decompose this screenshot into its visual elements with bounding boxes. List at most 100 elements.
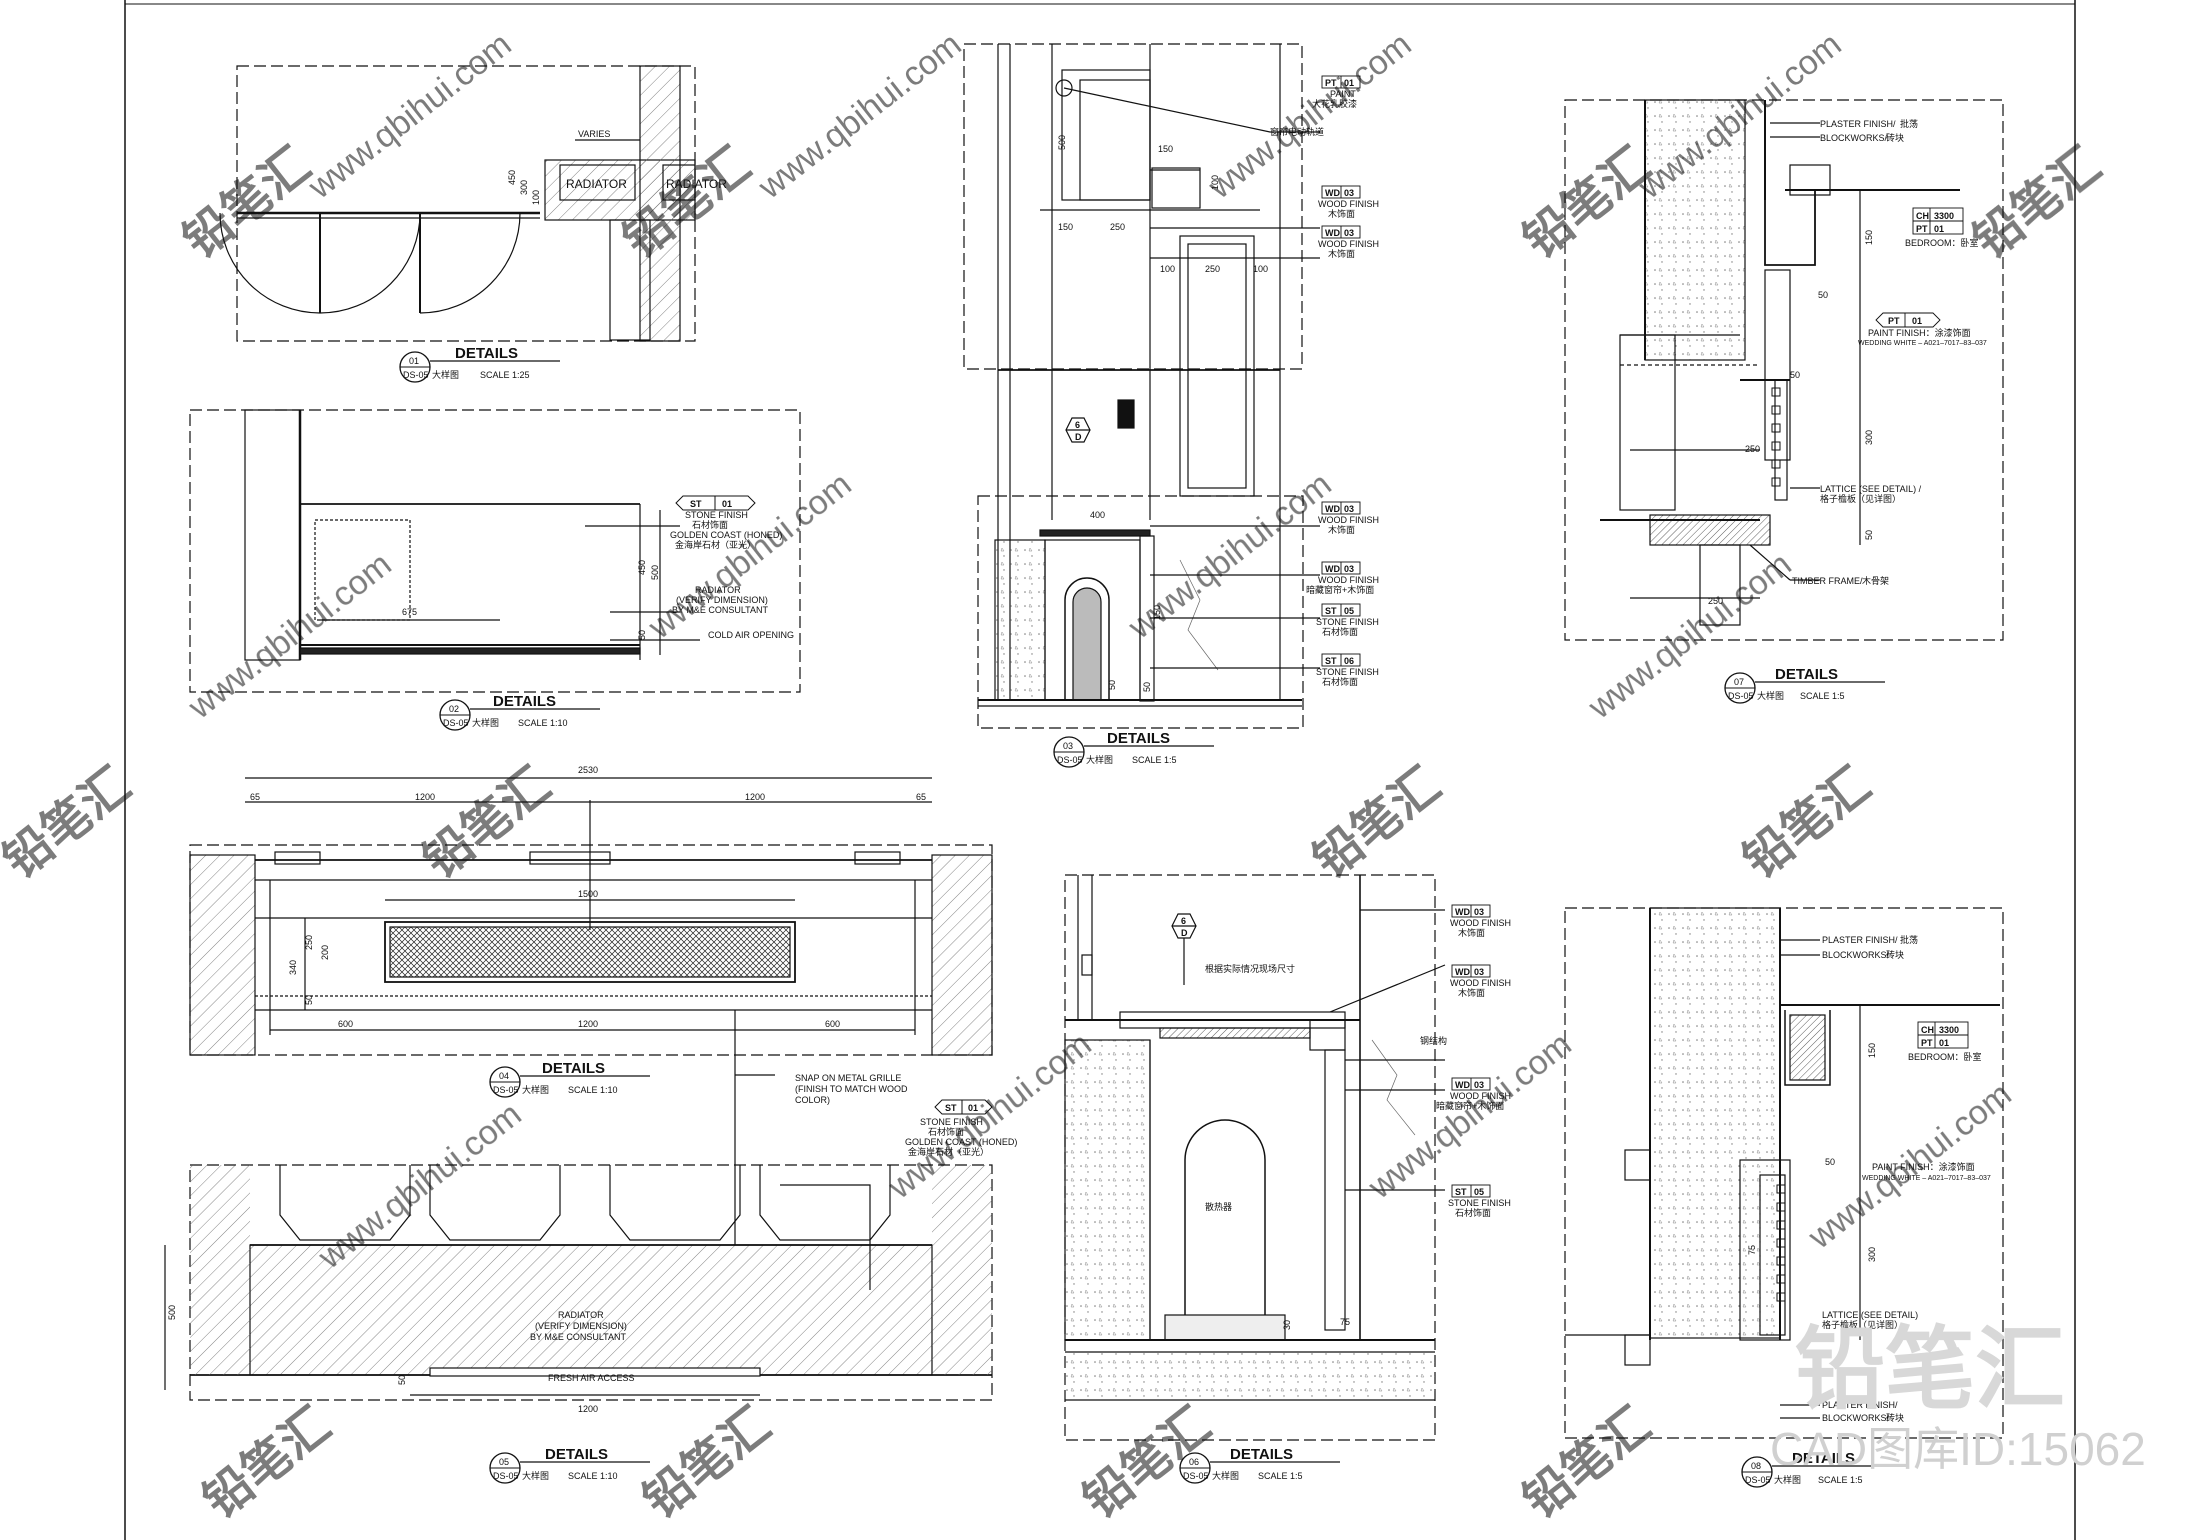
d2-dim-500: 500 xyxy=(650,565,660,580)
d5-radiator: RADIATOR xyxy=(558,1310,604,1320)
d8-plaster-cn: 批荡 xyxy=(1900,934,1918,945)
wm-brand: 铅笔汇 xyxy=(174,138,320,268)
d3-dim-a: 500 xyxy=(1057,135,1067,150)
tag-01-num: 01 xyxy=(409,356,419,366)
title-tag-03: 03 DS-05 DETAILS 大样图 SCALE 1:5 xyxy=(1053,730,1214,768)
d5-golden: GOLDEN COAST (HONED) xyxy=(905,1137,1017,1147)
tag-08-cn: 大样图 xyxy=(1774,1474,1801,1485)
d7-pt: PT xyxy=(1916,224,1928,234)
d3-wd-no-3: 03 xyxy=(1344,504,1354,514)
d7-tag-pt-no: 01 xyxy=(1912,316,1922,326)
tag-03-cn: 大样图 xyxy=(1086,754,1113,765)
sheet-frame xyxy=(124,0,2076,1540)
d7-plaster-cn: 批荡 xyxy=(1900,118,1918,129)
tag-01-sheet: DS-05 xyxy=(403,370,429,380)
d6-radiator-cn: 散热器 xyxy=(1205,1201,1232,1212)
d3-dim-c: 150 xyxy=(1058,222,1073,232)
detail-01-plan xyxy=(219,65,696,342)
d8-ch: CH xyxy=(1921,1025,1934,1035)
d5-snap2: (FINISH TO MATCH WOOD xyxy=(795,1084,908,1094)
d8-block2: BLOCKWORKS/ xyxy=(1822,1413,1890,1423)
wm-site: www.qbihui.com xyxy=(1201,25,1419,207)
d7-ch: CH xyxy=(1916,211,1929,221)
d2-dim-450: 450 xyxy=(637,560,647,575)
d7-lattice-boxes xyxy=(1771,387,1781,487)
d8-dim-c: 75 xyxy=(1747,1245,1757,1255)
d5-tag-code: ST xyxy=(945,1103,957,1113)
d3-wd-1: WD xyxy=(1325,188,1340,198)
d4-dim-v4: 50 xyxy=(304,995,314,1005)
d7-dim-a: 150 xyxy=(1864,230,1874,245)
tag-05-cn: 大样图 xyxy=(522,1470,549,1481)
d6-wd-2: WD xyxy=(1455,967,1470,977)
d3-pt: PT xyxy=(1325,78,1337,88)
d6-st: ST xyxy=(1455,1187,1467,1197)
d3-hex-bot: D xyxy=(1075,432,1082,442)
tag-07-num: 07 xyxy=(1734,677,1744,687)
d3-wood-cn-2: 木饰面 xyxy=(1328,248,1355,259)
d6-hex-bot: D xyxy=(1181,928,1188,938)
d6-wd-1: WD xyxy=(1455,907,1470,917)
d8-plaster2: PLASTER FINISH/ xyxy=(1822,1400,1898,1410)
d7-tags xyxy=(1875,207,1964,328)
d2-verify: (VERIFY DIMENSION) xyxy=(676,595,768,605)
d3-dim-e: 100 xyxy=(1160,264,1175,274)
d2-tag-no: 01 xyxy=(722,499,732,509)
d6-wood-2: WOOD FINISH xyxy=(1450,978,1511,988)
d4-dim-total: 2530 xyxy=(578,765,598,775)
d7-bedroom: BEDROOM：卧室 xyxy=(1905,237,1979,248)
d7-dim-f: 50 xyxy=(1864,530,1874,540)
tag-07-cn: 大样图 xyxy=(1757,690,1784,701)
tag-05-sheet: DS-05 xyxy=(493,1471,519,1481)
detail-06-section xyxy=(1064,874,1446,1441)
tag-05-title: DETAILS xyxy=(545,1446,608,1463)
d7-lattice-cn: 格子檐板（见详图） xyxy=(1820,493,1901,504)
d6-wd-no-1: 03 xyxy=(1474,907,1484,917)
d8-lattice-cn: 格子檐板（见详图） xyxy=(1822,1319,1903,1330)
d7-dim-b: 50 xyxy=(1818,290,1828,300)
d2-tag xyxy=(675,495,756,511)
d7-tag-pt: PT xyxy=(1888,316,1900,326)
d8-dim-d: 300 xyxy=(1867,1247,1877,1262)
wm-site: www.qbihui.com xyxy=(641,465,859,647)
d3-stone-cn-2: 石材饰面 xyxy=(1322,676,1358,687)
d2-stone-cn: 石材饰面 xyxy=(692,519,728,530)
d8-paint-finish: PAINT FINISH：涂漆饰面 xyxy=(1872,1161,1975,1172)
d8-pt-no: 01 xyxy=(1939,1038,1949,1048)
d5-golden-cn: 金海岸石材（亚光） xyxy=(908,1146,989,1157)
d8-block-cn: 砖块 xyxy=(1886,949,1904,960)
wm-brand: 铅笔汇 xyxy=(1964,138,2110,268)
detail-06-labels: WD 03 WOOD FINISH 木饰面 WD 03 WOOD FINISH … xyxy=(1181,907,1511,1330)
d3-dim-j: 150 xyxy=(1152,605,1162,620)
tag-04-sheet: DS-05 xyxy=(493,1085,519,1095)
tag-08-scale: SCALE 1:5 xyxy=(1818,1475,1863,1485)
d5-snap3: COLOR) xyxy=(795,1095,830,1105)
d7-pt-no: 01 xyxy=(1934,224,1944,234)
d3-wd-3: WD xyxy=(1325,504,1340,514)
d6-wood-3: WOOD FINISH xyxy=(1450,1091,1511,1101)
d3-dim-g: 100 xyxy=(1253,264,1268,274)
d1-varies: VARIES xyxy=(578,129,610,139)
tag-03-sheet: DS-05 xyxy=(1057,755,1083,765)
d7-block-cn: 砖块 xyxy=(1886,132,1904,143)
d4-dim-v2: 250 xyxy=(304,935,314,950)
tag-04-num: 04 xyxy=(499,1071,509,1081)
detail-03-labels: PT 01 PAINT 大花乳胶漆 窗帘电动轨道 WD 03 WOOD FINI… xyxy=(1057,78,1379,692)
d3-st-no-2: 06 xyxy=(1344,656,1354,666)
d5-dim-50: 50 xyxy=(397,1375,407,1385)
title-tag-02: 02 DS-05 DETAILS 大样图 SCALE 1:10 xyxy=(439,693,600,731)
d2-dim-50: 50 xyxy=(637,630,647,640)
tag-05-num: 05 xyxy=(499,1457,509,1467)
d3-st-1: ST xyxy=(1325,606,1337,616)
d1-dim-100: 100 xyxy=(531,190,541,205)
title-tag-08: 08 DS-05 DETAILS 大样图 SCALE 1:5 xyxy=(1741,1450,1902,1488)
d7-timber: TIMBER FRAME/ xyxy=(1792,576,1863,586)
d6-wd-no-2: 03 xyxy=(1474,967,1484,977)
d6-wood-cn-2: 木饰面 xyxy=(1458,987,1485,998)
d7-plaster: PLASTER FINISH/ xyxy=(1820,119,1896,129)
d6-steel: 钢结构 xyxy=(1420,1035,1447,1046)
detail-02-labels: ST 01 STONE FINISH 石材饰面 GOLDEN COAST (HO… xyxy=(402,499,794,640)
title-tag-04: 04 DS-05 DETAILS 大样图 SCALE 1:10 xyxy=(489,1060,650,1098)
d3-dim-l: 100 xyxy=(1210,175,1220,190)
d4-dim-v3: 200 xyxy=(320,945,330,960)
